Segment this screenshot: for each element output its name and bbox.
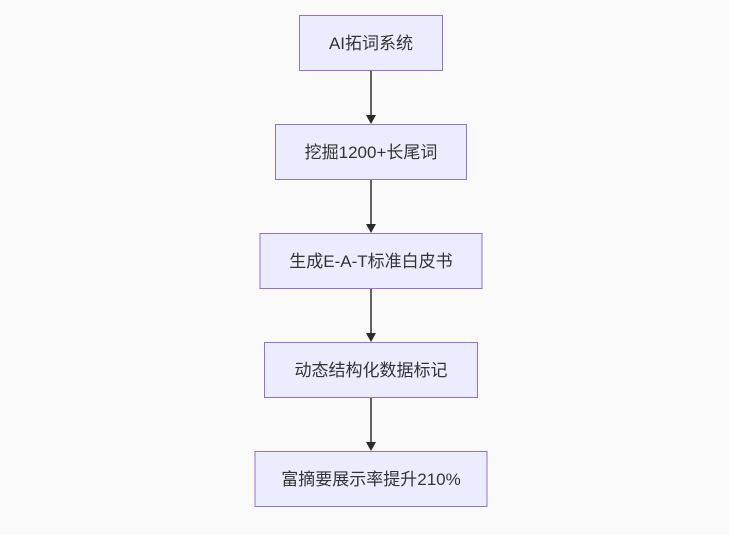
edge-line	[370, 180, 372, 224]
flow-node-label: 动态结构化数据标记	[294, 360, 448, 380]
flow-node-label: AI拓词系统	[328, 33, 414, 53]
arrowhead-down-icon	[366, 333, 376, 342]
flow-node-rich-snippet-rate: 富摘要展示率提升210%	[254, 451, 488, 507]
edge-line	[370, 398, 372, 442]
flow-node-eat-whitepaper: 生成E-A-T标准白皮书	[259, 233, 483, 289]
flow-edge-4	[366, 398, 376, 451]
arrowhead-down-icon	[366, 442, 376, 451]
flow-node-ai-word-expansion: AI拓词系统	[299, 15, 443, 71]
flow-node-longtail-keyword-mining: 挖掘1200+长尾词	[275, 124, 467, 180]
edge-line	[370, 289, 372, 333]
flow-node-label: 富摘要展示率提升210%	[281, 469, 461, 489]
flow-node-structured-data-markup: 动态结构化数据标记	[264, 342, 478, 398]
flow-edge-3	[366, 289, 376, 342]
flow-edge-2	[366, 180, 376, 233]
flow-node-label: 生成E-A-T标准白皮书	[289, 251, 453, 271]
edge-line	[370, 71, 372, 115]
flow-node-label: 挖掘1200+长尾词	[304, 142, 438, 162]
arrowhead-down-icon	[366, 115, 376, 124]
flow-edge-1	[366, 71, 376, 124]
arrowhead-down-icon	[366, 224, 376, 233]
